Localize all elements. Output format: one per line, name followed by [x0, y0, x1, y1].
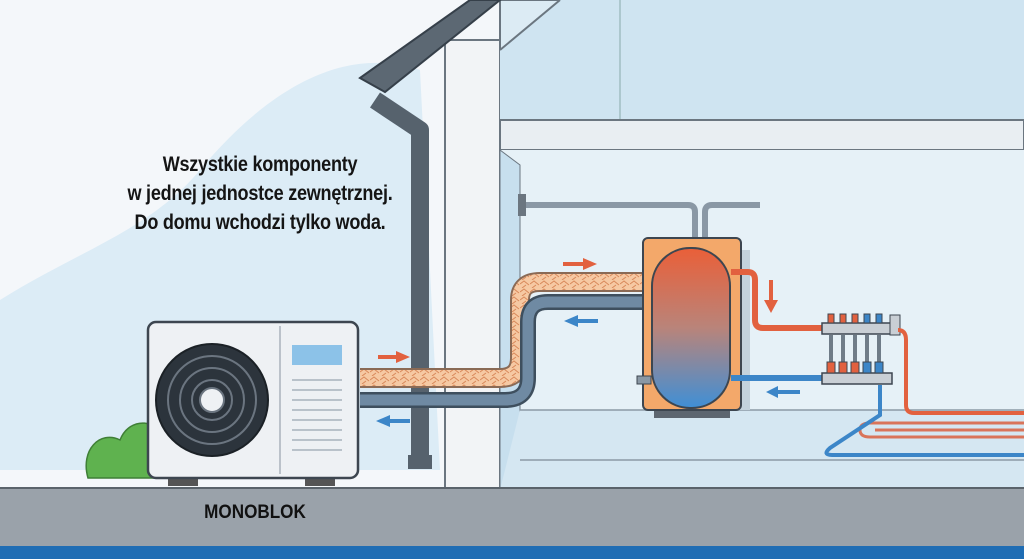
- bottom-bar: [0, 546, 1024, 559]
- floor-heating-supply: [897, 328, 1024, 415]
- flow-arrow-down-hot: [764, 280, 778, 313]
- ground: [0, 488, 1024, 546]
- buffer-tank: [636, 237, 750, 418]
- flow-arrow-in-hot: [563, 258, 597, 270]
- flow-arrow-out-hot: [378, 351, 410, 363]
- roof: [358, 0, 502, 94]
- supply-pipe-to-manifold: [731, 269, 822, 331]
- outdoor-unit: [146, 320, 360, 486]
- flow-arrow-return-cold: [766, 386, 800, 398]
- flow-arrow-in-cold: [376, 415, 410, 427]
- flow-arrow-out-cold: [564, 315, 598, 327]
- floor-slab: [499, 119, 1024, 151]
- house-wall-outer: [444, 39, 501, 491]
- floor-heating-return: [824, 385, 1024, 457]
- unit-display: [292, 345, 342, 365]
- caption-line-3: Do domu wchodzi tylko woda.: [134, 211, 386, 234]
- downspout: [370, 92, 429, 460]
- monoblock-label: MONOBLOK: [204, 502, 306, 523]
- underfloor-manifold: [821, 313, 901, 385]
- domestic-water-pipes: [525, 202, 760, 245]
- attic: [500, 0, 1024, 120]
- room-back-wall: [500, 150, 1024, 490]
- caption: Wszystkie komponenty w jednej jednostce …: [100, 150, 420, 237]
- caption-line-2: w jednej jednostce zewnętrznej.: [127, 182, 393, 205]
- caption-line-1: Wszystkie komponenty: [162, 153, 358, 176]
